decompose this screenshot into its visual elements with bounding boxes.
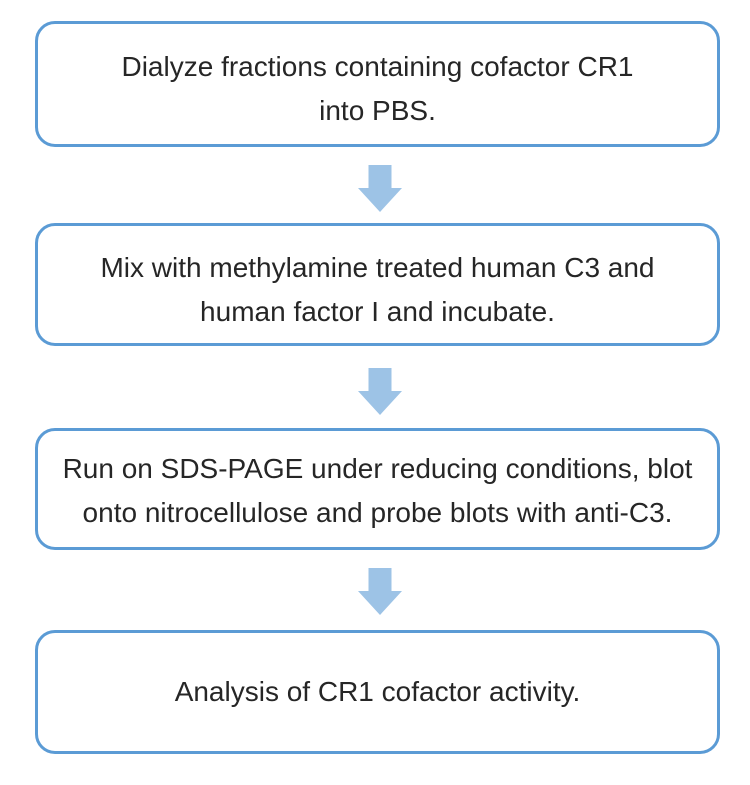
flowchart-step-2: Mix with methylamine treated human C3 an… — [35, 223, 720, 346]
flowchart-step-3: Run on SDS-PAGE under reducing condition… — [35, 428, 720, 550]
down-arrow-icon — [358, 568, 402, 615]
flowchart-step-4: Analysis of CR1 cofactor activity. — [35, 630, 720, 754]
flowchart-step-1: Dialyze fractions containing cofactor CR… — [35, 21, 720, 147]
step-3-text-line-1: Run on SDS-PAGE under reducing condition… — [62, 453, 693, 484]
step-1-text-line-2: into PBS. — [319, 95, 436, 126]
step-4-text-line-1: Analysis of CR1 cofactor activity. — [174, 676, 581, 707]
down-arrow-icon — [358, 368, 402, 415]
step-2-text-line-1: Mix with methylamine treated human C3 an… — [100, 251, 655, 283]
step-2-text-line-2: human factor I and incubate. — [200, 295, 555, 327]
step-1-text-line-1: Dialyze fractions containing cofactor CR… — [121, 51, 634, 82]
step-3-text-line-2: onto nitrocellulose and probe blots with… — [82, 497, 673, 528]
down-arrow-icon — [358, 165, 402, 212]
